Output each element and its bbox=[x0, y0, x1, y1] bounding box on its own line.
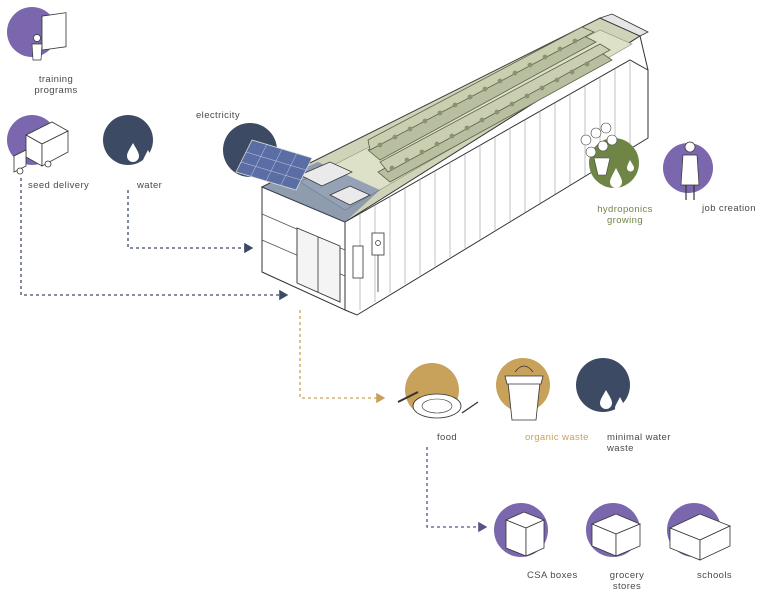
worker-icon bbox=[663, 141, 713, 200]
compost-bin-icon bbox=[496, 358, 550, 421]
organic-waste-label: organic waste bbox=[525, 432, 589, 443]
hydroponics-label: hydroponics growing bbox=[595, 204, 655, 226]
minimal-water-label-line1: minimal water bbox=[607, 432, 671, 443]
box-icon bbox=[494, 503, 548, 557]
water-label: water bbox=[137, 180, 163, 191]
seed-flow-arrow bbox=[20, 178, 289, 301]
water-drops-icon bbox=[576, 358, 630, 413]
solar-panel-icon bbox=[223, 123, 313, 191]
electricity-label: electricity bbox=[196, 110, 240, 121]
minimal-water-label-line2: waste bbox=[607, 443, 634, 454]
plants-icon bbox=[580, 122, 639, 188]
grocery-stores-label: grocery stores bbox=[605, 570, 649, 592]
water-flow-arrow bbox=[127, 190, 254, 254]
food-flow-arrow bbox=[299, 310, 386, 404]
school-icon bbox=[667, 503, 732, 561]
hydroponics-label-line1: hydroponics bbox=[597, 204, 653, 215]
seed-delivery-label: seed delivery bbox=[28, 180, 90, 191]
grocery-label-line1: grocery bbox=[609, 570, 645, 581]
job-creation-label: job creation bbox=[702, 203, 756, 214]
store-icon bbox=[586, 503, 642, 557]
food-label: food bbox=[437, 432, 458, 443]
csa-boxes-label: CSA boxes bbox=[527, 570, 578, 581]
training-label: training programs bbox=[30, 74, 82, 96]
water-drops-icon bbox=[103, 115, 153, 166]
training-icon bbox=[7, 7, 67, 61]
grocery-label-line2: stores bbox=[612, 581, 642, 592]
training-label-line1: training bbox=[38, 74, 74, 85]
training-label-line2: programs bbox=[34, 85, 78, 96]
distribution-flow-arrow bbox=[426, 447, 488, 533]
shipping-container-farm bbox=[260, 13, 649, 316]
hydroponics-label-line2: growing bbox=[606, 215, 644, 226]
plate-icon bbox=[397, 363, 479, 419]
schools-label: schools bbox=[697, 570, 733, 581]
truck-icon bbox=[7, 115, 69, 175]
minimal-water-waste-label: minimal water waste bbox=[607, 432, 671, 454]
